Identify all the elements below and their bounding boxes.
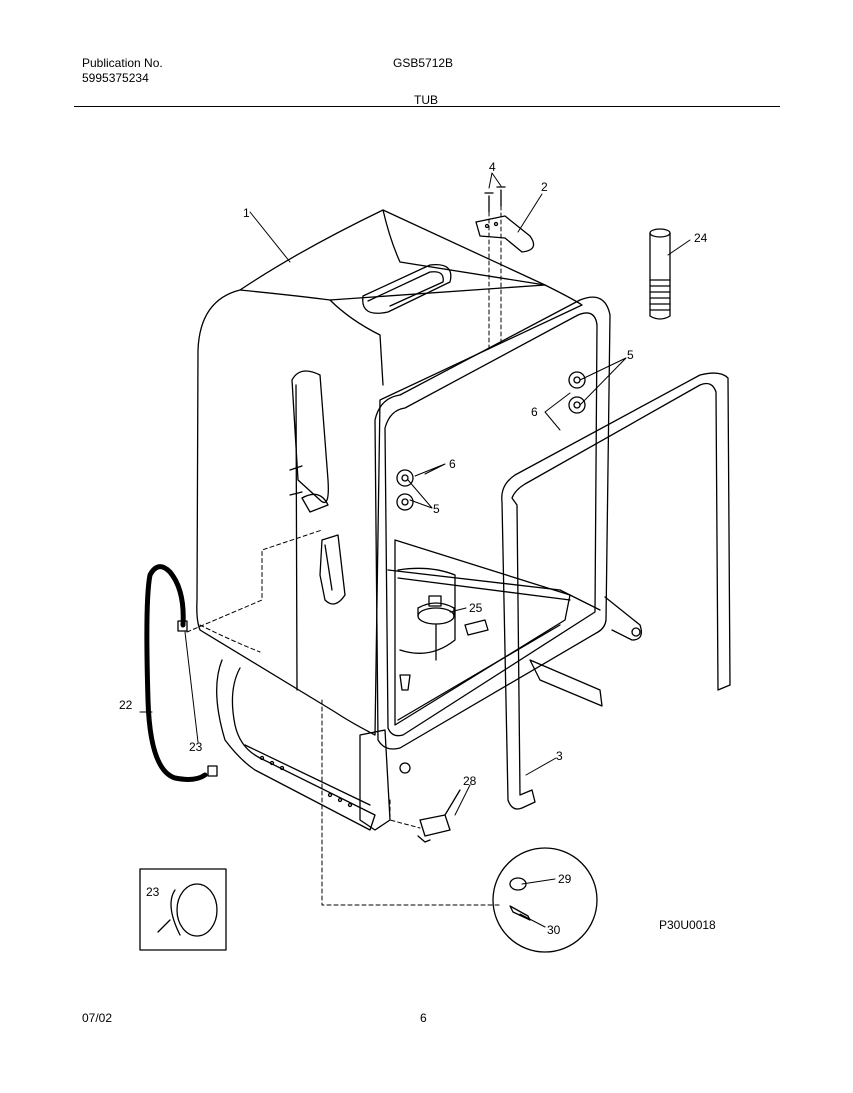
callout-rollers-lower: 5: [433, 502, 440, 516]
callout-float-switch: 28: [463, 774, 477, 788]
tub-front-frame: [374, 296, 611, 750]
front-leg: [359, 729, 391, 831]
callout-drain-hose: 22: [119, 698, 133, 712]
publication-number: 5995375234: [82, 71, 149, 85]
hinge-bracket: [475, 186, 535, 253]
footer-page-number: 6: [420, 1011, 427, 1025]
model-number: GSB5712B: [393, 56, 454, 70]
callout-screws: 4: [489, 160, 496, 174]
diagram-reference-code: P30U0018: [659, 918, 716, 932]
sump-area: [397, 567, 456, 654]
bracket-hole: [631, 627, 641, 637]
dashed-assembly-lines: [186, 205, 502, 906]
vent-fill-tube: [649, 228, 671, 320]
footer-date: 07/02: [82, 1011, 113, 1025]
callout-hinge-bracket: 2: [541, 180, 548, 194]
side-bracket: [604, 596, 643, 641]
section-title: TUB: [414, 93, 438, 107]
tub-body: [196, 209, 601, 736]
callout-door-gasket: 3: [556, 749, 563, 763]
float: [399, 595, 455, 691]
callout-tub: 1: [243, 206, 250, 220]
callout-roller-screws-lower: 6: [449, 457, 456, 471]
detail-circle: [492, 847, 598, 953]
callout-hose-clamp: 23: [189, 740, 203, 754]
hose-clamp-detail-box: [139, 868, 227, 951]
hose-clamp-upper: [177, 620, 188, 632]
float-switch: [417, 789, 461, 843]
leveling-foot: [399, 762, 411, 774]
callout-roller-screws-upper: 6: [531, 405, 538, 419]
base-frame: [216, 659, 376, 831]
publication-label: Publication No.: [82, 56, 163, 70]
callout-part-30: 30: [547, 923, 561, 937]
callout-hose-clamp-detail: 23: [146, 885, 160, 899]
hose-clamp-lower: [207, 765, 218, 777]
drain-hose: [144, 564, 208, 782]
header-rule: [74, 106, 780, 107]
door-gasket: [501, 372, 731, 810]
callout-vent: 24: [694, 231, 708, 245]
callout-part-29: 29: [558, 872, 572, 886]
callout-float: 25: [469, 601, 483, 615]
callout-rollers-upper: 5: [627, 348, 634, 362]
rail-bracket-right: [529, 659, 603, 707]
leader-lines: [139, 172, 691, 928]
rail-rollers: [396, 371, 586, 511]
sump-clip: [464, 619, 489, 636]
